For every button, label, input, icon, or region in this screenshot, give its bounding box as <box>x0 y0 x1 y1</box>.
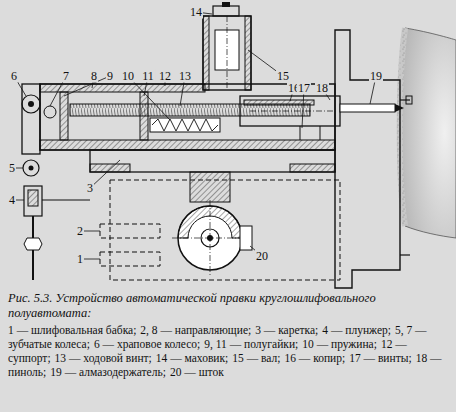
cylinder-wall <box>245 16 251 90</box>
carriage <box>90 150 335 172</box>
callout-number: 17 <box>297 82 311 95</box>
part-entry: 15 — вал; <box>232 352 280 364</box>
carriage-way <box>90 164 130 172</box>
gear <box>44 106 56 118</box>
half-nut <box>60 92 68 140</box>
callout-number: 2 <box>76 225 84 238</box>
callout-number: 9 <box>106 70 114 83</box>
frame-bracket <box>400 254 410 255</box>
gear <box>23 160 39 176</box>
part-entry: 10 — пружина; <box>302 338 377 350</box>
screw <box>300 126 301 140</box>
pipe <box>42 200 90 201</box>
frame-bracket <box>400 99 410 100</box>
parts-list: 1 — шлифовальная бабка; 2, 8 — направляющ… <box>8 323 448 379</box>
ratchet-wheel <box>22 95 40 113</box>
plunger <box>28 190 38 206</box>
callout-number: 20 <box>255 250 269 263</box>
leader-line <box>90 160 120 188</box>
part-entry: 6 — храповое колесо; <box>94 338 200 350</box>
callout-number: 8 <box>90 70 98 83</box>
handwheel-knob <box>222 2 230 7</box>
spring <box>152 119 218 131</box>
callout-number: 6 <box>10 70 18 83</box>
carrier <box>150 118 220 132</box>
axis-line <box>227 16 228 90</box>
callout-number: 19 <box>369 70 383 83</box>
guide-top <box>40 84 205 92</box>
part-entry: 19 — алмазодержатель; <box>50 366 166 378</box>
part-entry: 3 — каретка; <box>255 324 318 336</box>
axis-line <box>210 200 211 276</box>
part-entry: 20 — шток <box>170 366 224 378</box>
part-entry: 1 — шлифовальная бабка; <box>8 324 136 336</box>
frame-bolt <box>406 96 412 104</box>
callout-number: 18 <box>315 82 329 95</box>
gear-hub <box>29 166 34 171</box>
handwheel <box>213 6 239 16</box>
diamond-tip <box>395 104 404 112</box>
leader-line <box>128 76 170 120</box>
lead-screw <box>70 104 310 116</box>
carriage-way <box>290 164 335 172</box>
callout-number: 10 <box>121 70 135 83</box>
grinding-wheel <box>399 28 456 238</box>
wheel-guard-frame <box>335 30 400 288</box>
axis-line <box>250 111 335 112</box>
part-entry: 2, 8 — направляющие; <box>140 324 251 336</box>
callout-number: 12 <box>158 70 172 83</box>
part-entry: 13 — ходовой винт; <box>55 352 152 364</box>
diamond-holder <box>340 104 395 112</box>
cylinder-wall <box>203 16 209 90</box>
ratchet-hub <box>28 101 34 107</box>
callout-number: 14 <box>189 6 203 19</box>
callout-number: 11 <box>141 70 155 83</box>
part-entry: 14 — маховик; <box>156 352 228 364</box>
leader-line <box>64 76 110 96</box>
part-entry: 16 — копир; <box>284 352 345 364</box>
callout-number: 13 <box>178 70 192 83</box>
guide <box>100 224 160 238</box>
callout-number: 3 <box>86 182 94 195</box>
guide-bottom <box>40 140 335 150</box>
callout-number: 7 <box>62 70 70 83</box>
plunger-cylinder <box>24 186 42 216</box>
screw <box>320 126 321 140</box>
part-entry: 4 — плунжер; <box>322 324 391 336</box>
figure-caption: Рис. 5.3. Устройство автоматической прав… <box>8 291 448 321</box>
callout-number: 1 <box>76 253 84 266</box>
part-entry: 17 — винты; <box>349 352 411 364</box>
guide <box>100 252 160 266</box>
callout-number: 4 <box>8 194 16 207</box>
part-entry: 9, 11 — полугайки; <box>204 338 298 350</box>
callout-number: 5 <box>8 162 16 175</box>
bracket <box>190 172 230 202</box>
pipe-fitting <box>24 238 42 250</box>
cylinder-housing <box>203 16 251 90</box>
